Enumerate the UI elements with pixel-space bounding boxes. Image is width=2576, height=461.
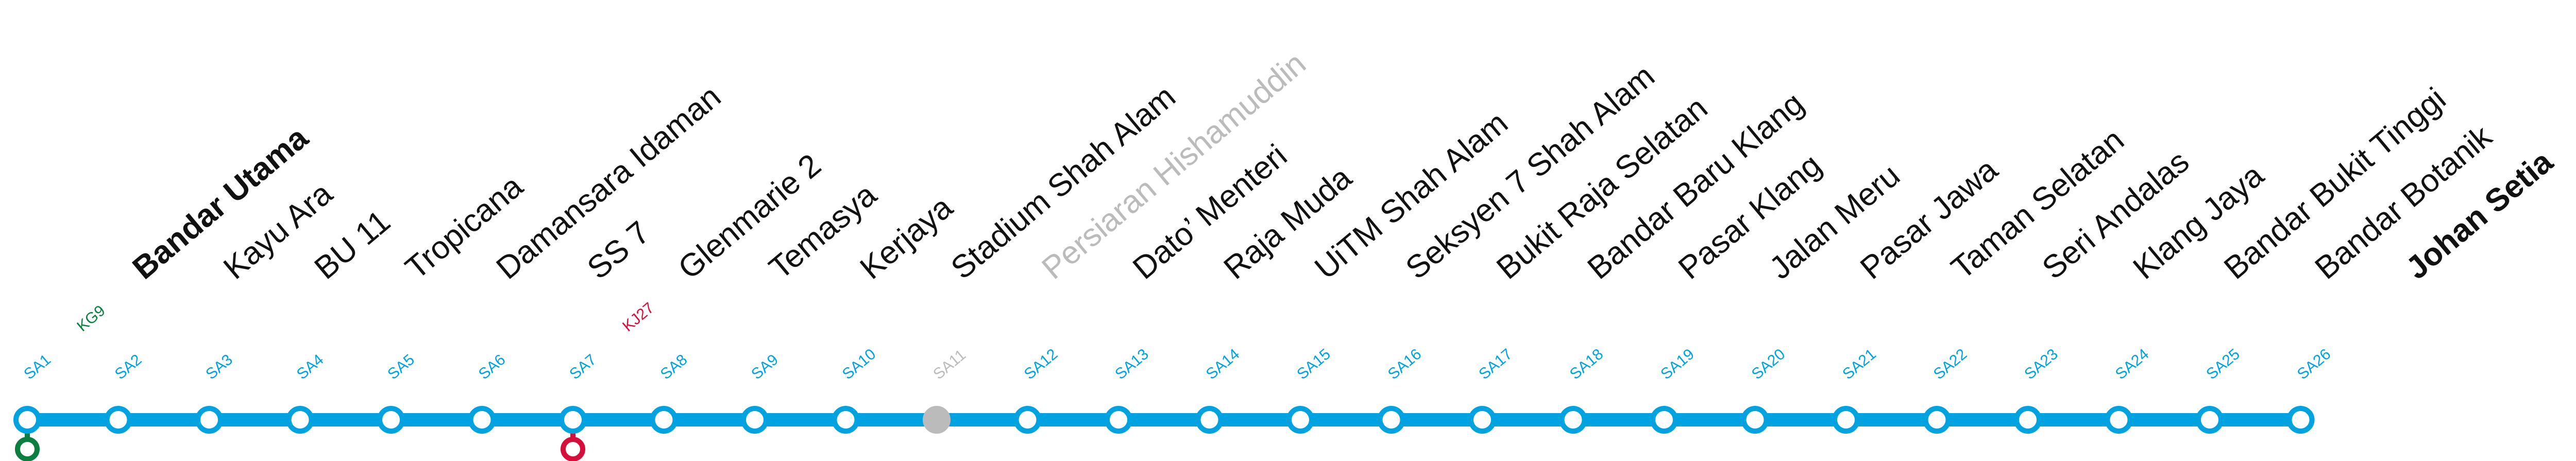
station-name-sa6[interactable]: SS 7 [581, 214, 656, 286]
station-marker-sa15[interactable] [1286, 406, 1314, 434]
station-marker-sa13[interactable] [1105, 406, 1132, 434]
station-code-sa16: SA16 [1385, 346, 1425, 383]
station-code-sa24: SA24 [2112, 346, 2152, 383]
station-code-sa14: SA14 [1203, 346, 1243, 383]
station-marker-sa8[interactable] [650, 406, 678, 434]
station-code-sa5: SA5 [384, 351, 418, 383]
station-marker-sa26[interactable] [2286, 406, 2315, 434]
station-marker-sa9[interactable] [741, 406, 769, 434]
station-code-sa1: SA1 [21, 351, 54, 383]
station-marker-sa19[interactable] [1650, 406, 1678, 434]
station-code-sa13: SA13 [1112, 346, 1151, 383]
station-code-sa6: SA6 [476, 351, 509, 383]
station-code-sa23: SA23 [2021, 346, 2061, 383]
station-marker-sa6[interactable] [468, 406, 496, 434]
station-code-sa20: SA20 [1749, 346, 1788, 383]
station-code-sa18: SA18 [1567, 346, 1606, 383]
station-marker-sa2[interactable] [104, 406, 132, 434]
station-code-sa26: SA26 [2294, 346, 2334, 383]
station-code-sa17: SA17 [1476, 346, 1515, 383]
station-marker-sa16[interactable] [1377, 406, 1405, 434]
station-code-sa11: SA11 [930, 346, 969, 383]
station-marker-sa3[interactable] [195, 406, 223, 434]
station-marker-sa24[interactable] [2105, 406, 2133, 434]
station-code-sa8: SA8 [657, 351, 691, 383]
station-marker-sa22[interactable] [1923, 406, 1951, 434]
station-marker-sa23[interactable] [2014, 406, 2042, 434]
station-marker-sa25[interactable] [2196, 406, 2224, 434]
station-marker-sa12[interactable] [1013, 406, 1042, 434]
station-code-sa25: SA25 [2203, 346, 2243, 383]
station-marker-sa5[interactable] [377, 406, 405, 434]
station-code-sa2: SA2 [112, 351, 145, 383]
station-marker-sa20[interactable] [1741, 406, 1769, 434]
station-marker-sa17[interactable] [1468, 406, 1496, 434]
station-code-sa21: SA21 [1839, 346, 1879, 383]
station-marker-sa11[interactable] [923, 406, 951, 434]
interchange-marker-sa1 [15, 437, 40, 461]
interchange-code-sa7: KJ27 [619, 299, 657, 335]
station-code-sa12: SA12 [1021, 346, 1061, 383]
station-marker-sa10[interactable] [832, 406, 860, 434]
station-marker-sa7[interactable] [559, 406, 587, 434]
station-code-sa3: SA3 [202, 351, 236, 383]
station-code-sa15: SA15 [1294, 346, 1333, 383]
station-code-sa4: SA4 [294, 351, 327, 383]
station-marker-sa4[interactable] [286, 406, 314, 434]
station-marker-sa21[interactable] [1832, 406, 1860, 434]
station-marker-sa14[interactable] [1195, 406, 1224, 434]
station-code-sa19: SA19 [1657, 346, 1697, 383]
station-code-sa10: SA10 [839, 346, 879, 383]
station-name-sa12[interactable]: Dato’ Menteri [1126, 138, 1294, 286]
station-marker-sa18[interactable] [1559, 406, 1587, 434]
station-code-sa7: SA7 [566, 351, 600, 383]
interchange-marker-sa7 [561, 437, 585, 461]
station-marker-sa1[interactable] [13, 406, 41, 434]
station-code-sa22: SA22 [1930, 346, 1970, 383]
station-code-sa9: SA9 [748, 351, 782, 383]
interchange-code-sa1: KG9 [74, 302, 108, 335]
